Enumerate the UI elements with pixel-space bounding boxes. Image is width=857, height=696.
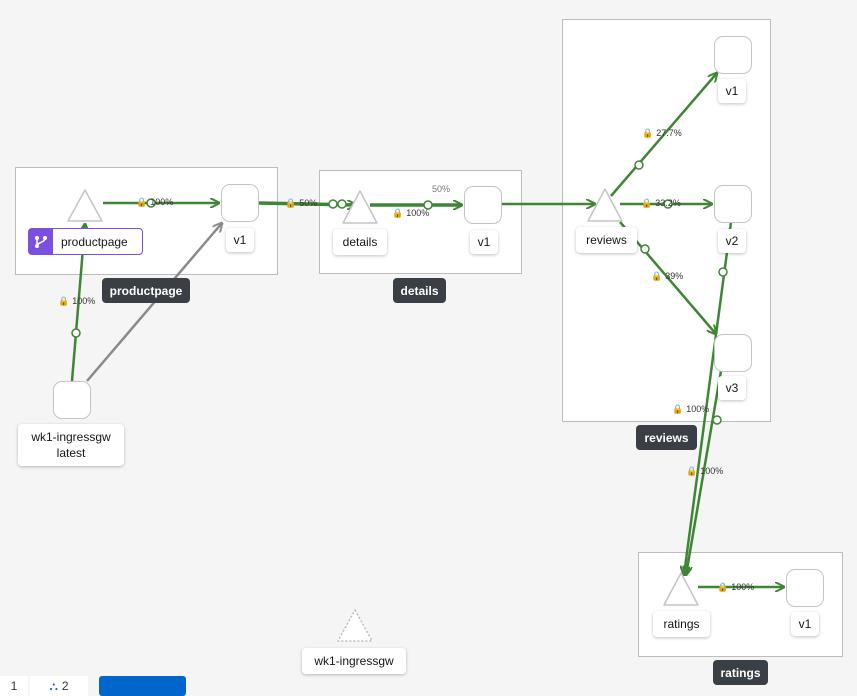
git-branch-icon [29, 229, 53, 254]
productpage-v1-label: v1 [226, 228, 254, 252]
ingress-service-label: wk1-ingressgw [302, 648, 406, 674]
traffic-dots [71, 160, 728, 425]
productpage-service-badge[interactable]: productpage [28, 228, 143, 255]
ratings-v1-label: v1 [791, 612, 819, 636]
edge-label-reviews-v2: 🔒33.2% [641, 198, 681, 208]
reviews-v2-label: v2 [718, 229, 746, 253]
details-app-tag: details [393, 278, 446, 303]
details-service-node[interactable] [342, 190, 378, 224]
lock-icon: 🔒 [285, 198, 297, 208]
ratings-service-label: ratings [653, 611, 710, 637]
lock-icon: 🔒 [392, 208, 404, 218]
ingress-workload-version: latest [56, 446, 86, 460]
ingress-workload-node[interactable] [53, 381, 91, 419]
lock-icon: 🔒 [58, 296, 70, 306]
toolbar-count-2: 2 [61, 679, 69, 693]
lock-icon: 🔒 [641, 198, 653, 208]
ratings-service-node[interactable] [663, 572, 699, 606]
edge-label-productpage-v1: 🔒100% [136, 197, 174, 207]
legend-button[interactable] [99, 676, 186, 696]
edge-v3-ratings[interactable] [686, 370, 723, 575]
productpage-v1-node[interactable] [221, 184, 259, 222]
reviews-service-label: reviews [576, 227, 637, 253]
lock-icon: 🔒 [642, 128, 654, 138]
lock-icon: 🔒 [651, 271, 663, 281]
reviews-v1-label: v1 [718, 79, 746, 103]
reviews-v2-node[interactable] [714, 185, 752, 223]
productpage-service-node[interactable] [67, 189, 103, 222]
ingressgw-service-node[interactable] [337, 609, 373, 642]
details-service-label: details [333, 229, 387, 255]
lock-icon: 🔒 [672, 404, 684, 414]
edge-label-details-overlap: 50% [432, 184, 451, 194]
reviews-v3-node[interactable] [714, 334, 752, 372]
edge-reviews-v1[interactable] [610, 73, 717, 197]
edge-label-productpage-details: 🔒50% [285, 198, 318, 208]
edge-label-v2-ratings: 🔒100% [672, 404, 710, 414]
productpage-badge-label: productpage [61, 234, 128, 249]
edge-label-ingress-productpage: 🔒100% [58, 296, 96, 306]
lock-icon: 🔒 [686, 466, 698, 476]
ratings-v1-node[interactable] [786, 569, 824, 607]
edge-label-reviews-v3: 🔒39% [651, 271, 684, 281]
lock-icon: 🔒 [717, 582, 729, 592]
edge-label-v3-ratings: 🔒100% [686, 466, 724, 476]
reviews-v1-node[interactable] [714, 36, 752, 74]
reviews-v3-label: v3 [718, 376, 746, 400]
lock-icon: 🔒 [136, 197, 148, 207]
productpage-app-tag: productpage [102, 278, 190, 303]
edge-v2-ratings[interactable] [684, 221, 733, 575]
topology-icon: ⛬ [49, 678, 58, 693]
edge-label-details-v1: 🔒100% [392, 208, 430, 218]
ingress-workload-name: wk1-ingressgw [31, 430, 111, 444]
edge-label-ratings-v1: 🔒100% [717, 582, 755, 592]
toolbar-count-1: 1 [10, 679, 18, 693]
edge-label-reviews-v1: 🔒27.7% [642, 128, 682, 138]
ratings-app-tag: ratings [713, 660, 768, 685]
reviews-app-tag: reviews [636, 425, 697, 450]
details-v1-label: v1 [470, 230, 498, 254]
toolbar-button-2[interactable]: ⛬2 [30, 676, 88, 696]
reviews-service-node[interactable] [587, 188, 623, 222]
ingress-workload-label: wk1-ingressgw latest [18, 424, 124, 466]
details-v1-node[interactable] [464, 186, 502, 224]
toolbar-button-1[interactable]: 1 [0, 676, 28, 696]
